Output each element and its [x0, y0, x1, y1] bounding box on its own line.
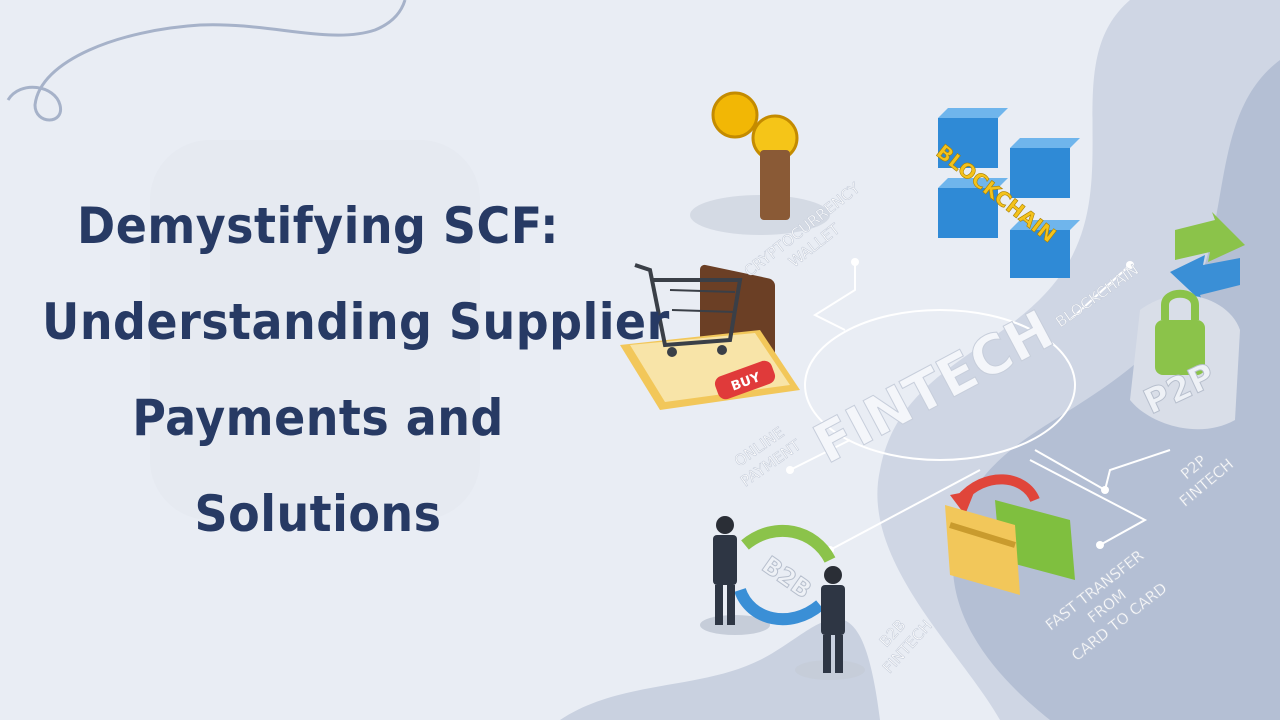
page-title: Demystifying SCF: Understanding Supplier… [18, 178, 670, 562]
bank-cards-icon [945, 474, 1075, 595]
fintech-hub-ring [804, 309, 1076, 461]
title-line-1: Demystifying SCF: [77, 197, 559, 255]
connector-lines [789, 262, 1171, 551]
b2b-badge: B2B [757, 551, 817, 605]
title-line-4: Solutions [194, 485, 442, 543]
shopping-cart-icon: BUY [620, 263, 800, 410]
title-line-3: Payments and [132, 389, 504, 447]
bottom-blob [560, 618, 880, 720]
b2b-fintech-caption: B2B FINTECH [876, 616, 937, 677]
connector-dots [786, 258, 1134, 554]
online-payment-caption: ONLINE PAYMENT [731, 423, 806, 491]
p2p-lock-icon: P2P [1130, 212, 1245, 430]
title-line-2: Understanding Supplier [42, 293, 670, 351]
squiggle-decoration [6, 0, 407, 122]
blockchain-cubes-icon: BLOCKCHAIN [932, 108, 1080, 278]
soft-square-decoration [150, 140, 480, 520]
